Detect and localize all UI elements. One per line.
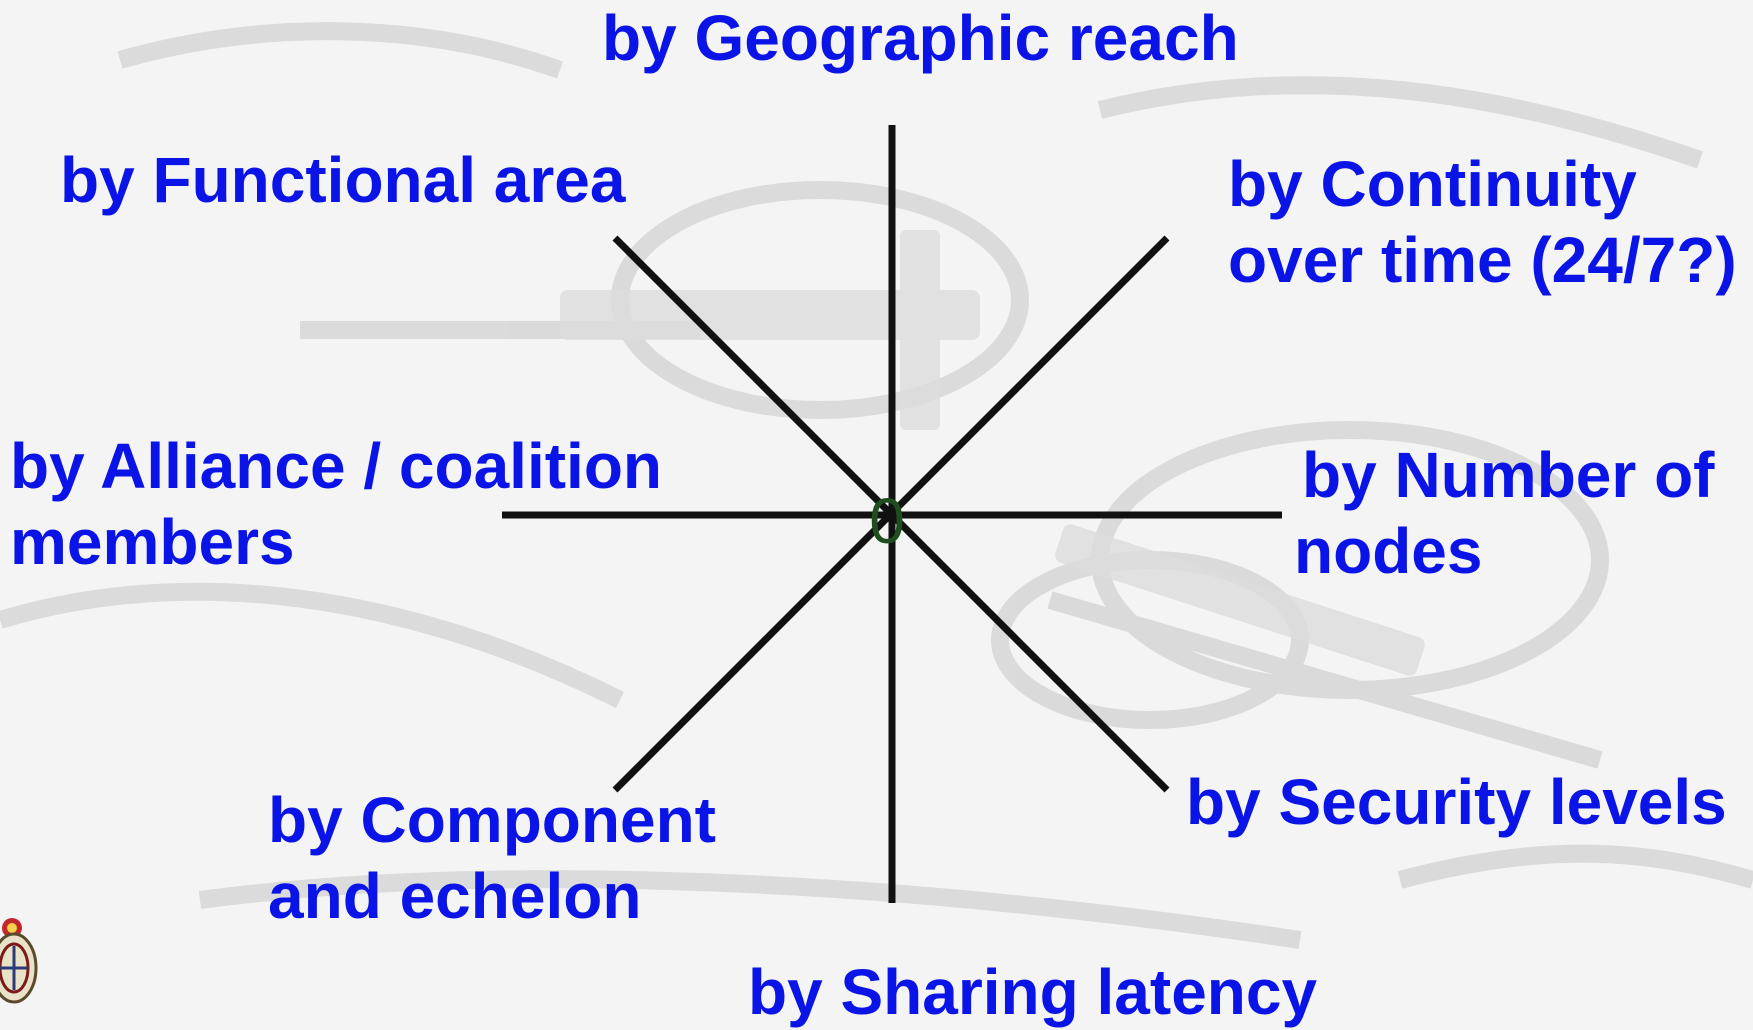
label-number-of-nodes: by Number of nodes (1294, 437, 1714, 589)
label-functional-area-text: by Functional area (60, 144, 625, 216)
label-nodes-line1: by Number of (1294, 437, 1714, 513)
origin-label: 0 (869, 485, 905, 557)
label-security-levels: by Security levels (1186, 764, 1727, 840)
label-component-echelon: by Component and echelon (268, 782, 716, 934)
label-continuity-line1: by Continuity (1228, 146, 1737, 222)
label-alliance-coalition: by Alliance / coalition members (10, 428, 662, 580)
label-continuity-over-time: by Continuity over time (24/7?) (1228, 146, 1737, 298)
label-sharing-latency: by Sharing latency (748, 954, 1317, 1030)
label-alliance-line2: members (10, 504, 662, 580)
label-geographic-reach-text: by Geographic reach (602, 2, 1239, 74)
label-geographic-reach: by Geographic reach (602, 0, 1239, 76)
label-component-line2: and echelon (268, 858, 716, 934)
label-continuity-line2: over time (24/7?) (1228, 222, 1737, 298)
label-sharing-latency-text: by Sharing latency (748, 956, 1317, 1028)
label-nodes-line2: nodes (1294, 513, 1714, 589)
crest-emblem-icon (0, 910, 40, 1020)
label-component-line1: by Component (268, 782, 716, 858)
label-security-levels-text: by Security levels (1186, 766, 1727, 838)
label-functional-area: by Functional area (60, 142, 625, 218)
label-alliance-line1: by Alliance / coalition (10, 428, 662, 504)
